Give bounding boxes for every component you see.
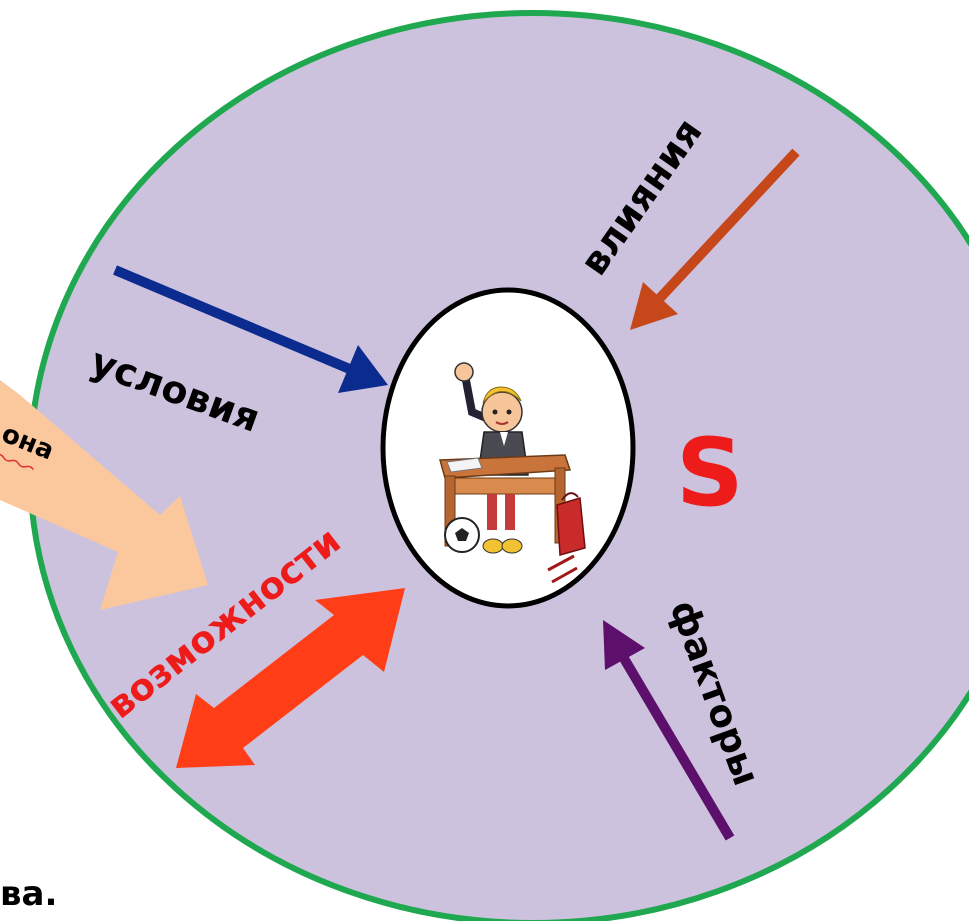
s-letter: S [676,419,744,528]
bottom-text-fragment: ва. [0,874,57,914]
